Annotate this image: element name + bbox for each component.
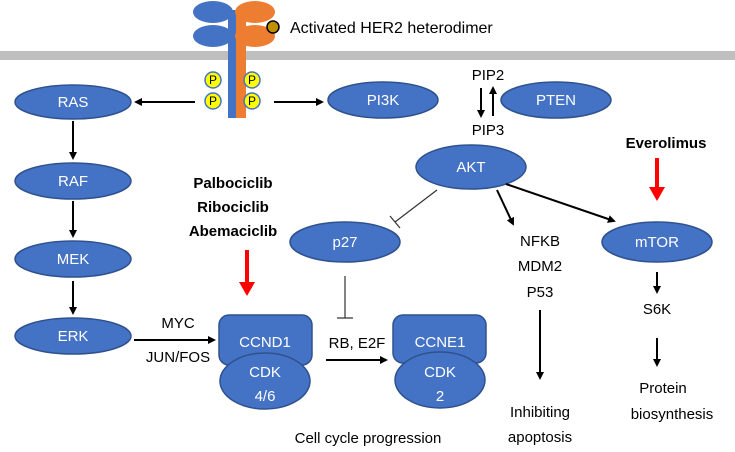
node-pi3k: PI3K [327, 81, 439, 119]
svg-text:CCND1: CCND1 [239, 334, 291, 351]
inhibit-akt-p27 [389, 189, 438, 229]
svg-text:4/6: 4/6 [255, 388, 276, 405]
svg-text:P: P [209, 94, 217, 108]
svg-text:mTOR: mTOR [635, 234, 679, 251]
svg-text:PI3K: PI3K [367, 92, 400, 109]
svg-text:CCNE1: CCNE1 [415, 334, 466, 351]
mdm2-label: MDM2 [518, 258, 562, 275]
p53-label: P53 [527, 284, 554, 301]
pip2-label: PIP2 [472, 67, 505, 84]
svg-text:MEK: MEK [57, 251, 90, 268]
biosynthesis-label: biosynthesis [631, 406, 714, 423]
complex-ccnd1-cdk46: CCND1 CDK 4/6 [218, 314, 313, 410]
pip3-label: PIP3 [472, 122, 505, 139]
drug-ribociclib: Ribociclib [197, 199, 269, 216]
arrow-akt-nfkb [496, 189, 515, 226]
node-mtor: mTOR [601, 221, 713, 263]
svg-text:AKT: AKT [456, 159, 485, 176]
svg-text:RAF: RAF [58, 173, 88, 190]
node-mek: MEK [14, 240, 132, 278]
drug-abemaciclib: Abemaciclib [189, 223, 277, 240]
rb-e2f-label: RB, E2F [329, 335, 386, 352]
node-erk: ERK [14, 317, 132, 355]
node-pten: PTEN [500, 81, 612, 119]
svg-text:CDK: CDK [424, 364, 456, 381]
protein-label: Protein [639, 380, 687, 397]
cell-membrane [0, 51, 735, 60]
svg-text:p27: p27 [332, 234, 357, 251]
node-p27: p27 [289, 221, 401, 263]
arrow-akt-mtor [505, 183, 616, 223]
drug-everolimus: Everolimus [626, 135, 707, 152]
svg-text:CDK: CDK [249, 364, 281, 381]
inhibit-p27-cdk2 [337, 276, 353, 319]
junfos-label: JUN/FOS [146, 349, 210, 366]
ligand-icon [266, 20, 280, 34]
svg-text:ERK: ERK [58, 328, 89, 345]
her2-receptor [193, 1, 275, 118]
receptor-label: Activated HER2 heterodimer [290, 20, 493, 37]
node-akt: AKT [415, 144, 527, 190]
myc-label: MYC [161, 315, 195, 332]
svg-text:P: P [248, 94, 256, 108]
svg-text:PTEN: PTEN [536, 92, 576, 109]
s6k-label: S6K [643, 301, 671, 318]
svg-text:2: 2 [436, 388, 444, 405]
drug-palbociclib: Palbociclib [193, 175, 272, 192]
inhibiting-label: Inhibiting [510, 404, 570, 421]
cell-cycle-label: Cell cycle progression [295, 430, 442, 447]
node-ras: RAS [14, 84, 132, 120]
node-raf: RAF [14, 162, 132, 200]
phospho-sites: P P P P [204, 71, 261, 110]
svg-text:P: P [209, 73, 217, 87]
nfkb-label: NFKB [520, 233, 560, 250]
complex-ccne1-cdk2: CCNE1 CDK 2 [392, 314, 487, 409]
apoptosis-label: apoptosis [508, 429, 572, 446]
svg-text:P: P [248, 73, 256, 87]
svg-text:RAS: RAS [58, 94, 89, 111]
